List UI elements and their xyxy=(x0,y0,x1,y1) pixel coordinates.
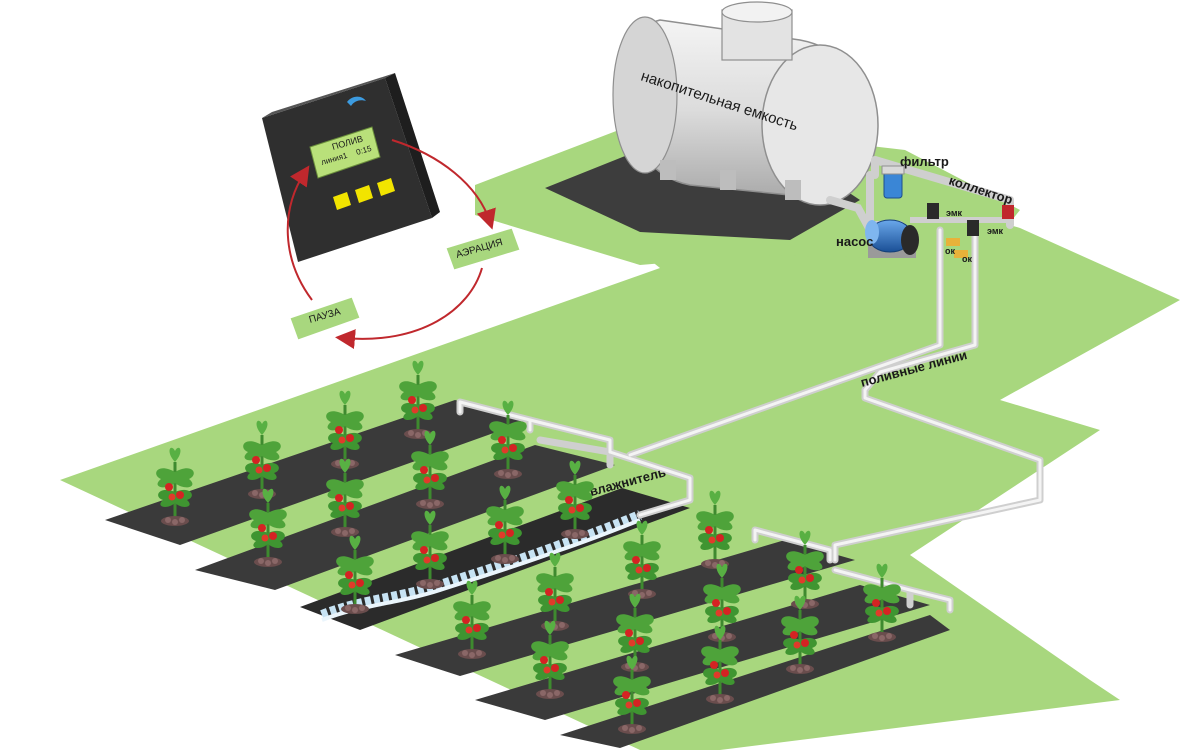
pump xyxy=(865,219,919,258)
logo-icon xyxy=(347,96,366,106)
pump-label: насос xyxy=(836,234,873,249)
check-b-label: ок xyxy=(962,254,972,264)
controller-button-1 xyxy=(333,192,351,210)
aeration-box: АЭРАЦИЯ xyxy=(445,227,521,271)
humidifier-water xyxy=(320,510,642,620)
collector-plug xyxy=(1002,205,1014,219)
pause-box: ПАУЗА xyxy=(289,296,361,341)
filter xyxy=(881,165,905,199)
controller-display xyxy=(309,126,381,179)
cycle-arrows xyxy=(286,139,496,350)
controller-button-3 xyxy=(377,178,395,196)
display-line2-right: 0:15 xyxy=(355,144,373,157)
valve-a-label: эмк xyxy=(946,208,963,218)
valve-b-label: эмк xyxy=(987,226,1004,236)
controller-unit: ПОЛИВ линия1 0:15 xyxy=(262,73,440,262)
solenoid-valves xyxy=(927,203,979,258)
storage-tank: накопительная емкость xyxy=(612,1,879,206)
check-a-label: ок xyxy=(945,246,955,256)
controller-button-2 xyxy=(355,185,373,203)
filter-label: фильтр xyxy=(900,154,949,169)
